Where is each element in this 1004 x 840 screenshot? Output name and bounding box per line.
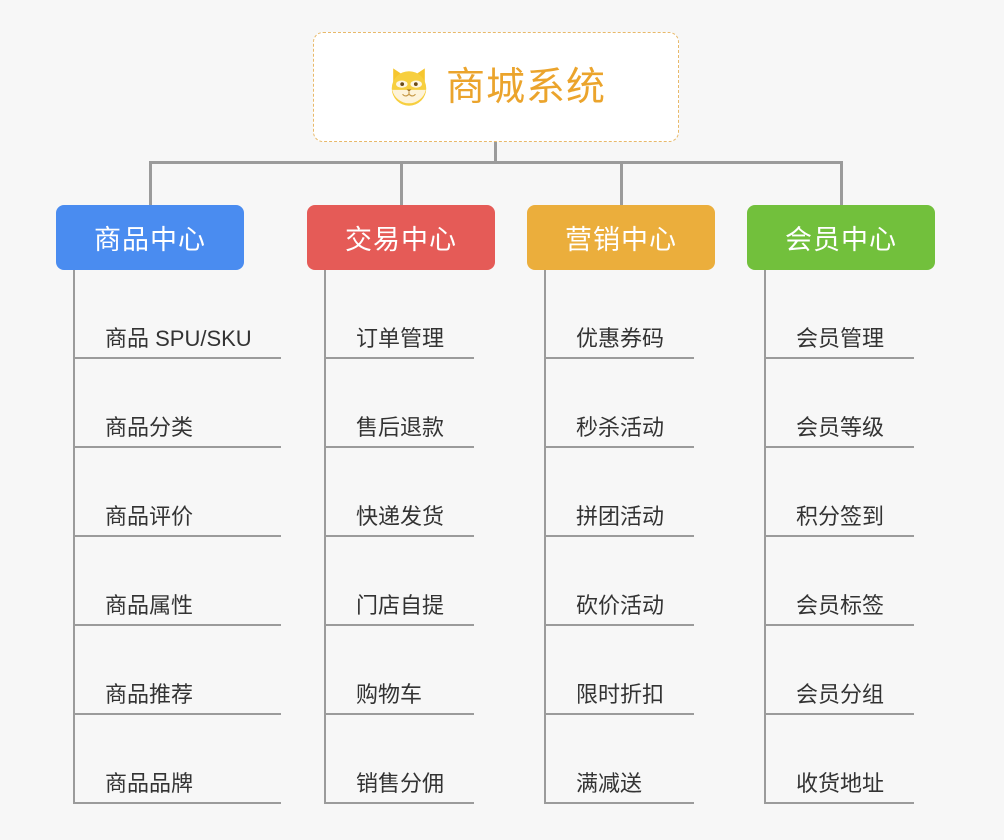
list-item[interactable]: 购物车 — [324, 626, 474, 715]
list-item[interactable]: 销售分佣 — [324, 715, 474, 804]
category-box-trade-center[interactable]: 交易中心 — [307, 205, 495, 270]
root-node-title: 商城系统 — [445, 65, 606, 109]
list-item[interactable]: 会员管理 — [764, 270, 914, 359]
list-item[interactable]: 会员等级 — [764, 359, 914, 448]
connector-root-stem — [494, 142, 497, 163]
list-item[interactable]: 商品属性 — [73, 537, 281, 626]
leaf-label: 会员管理 — [796, 326, 885, 351]
leaf-list: 订单管理 售后退款 快递发货 门店自提 购物车 销售分佣 — [324, 270, 474, 804]
list-item[interactable]: 商品分类 — [73, 359, 281, 448]
list-item[interactable]: 满减送 — [544, 715, 694, 804]
leaf-label: 销售分佣 — [356, 771, 445, 796]
list-item[interactable]: 收货地址 — [764, 715, 914, 804]
category-box-marketing-center[interactable]: 营销中心 — [527, 205, 715, 270]
leaf-list: 会员管理 会员等级 积分签到 会员标签 会员分组 收货地址 — [764, 270, 914, 804]
column-product-center: 商品中心 商品 SPU/SKU 商品分类 商品评价 商品属性 商品推荐 商品品牌 — [56, 205, 281, 804]
leaf-label: 商品推荐 — [105, 682, 194, 707]
list-item[interactable]: 售后退款 — [324, 359, 474, 448]
leaf-label: 秒杀活动 — [576, 415, 665, 440]
list-item[interactable]: 商品推荐 — [73, 626, 281, 715]
category-title: 会员中心 — [785, 225, 897, 255]
leaf-label: 限时折扣 — [576, 682, 665, 707]
list-item[interactable]: 快递发货 — [324, 448, 474, 537]
root-node-mall-system[interactable]: 商城系统 — [313, 32, 679, 142]
connector-drop-4 — [840, 161, 843, 205]
list-item[interactable]: 商品 SPU/SKU — [73, 270, 281, 359]
shiba-dog-icon — [391, 68, 427, 106]
category-title: 交易中心 — [345, 225, 457, 255]
connector-horizontal-bar — [149, 161, 841, 164]
list-item[interactable]: 订单管理 — [324, 270, 474, 359]
leaf-label: 商品评价 — [105, 504, 194, 529]
leaf-label: 门店自提 — [356, 593, 445, 618]
leaf-label: 会员等级 — [796, 415, 885, 440]
leaf-label: 订单管理 — [356, 326, 445, 351]
list-item[interactable]: 拼团活动 — [544, 448, 694, 537]
list-item[interactable]: 商品评价 — [73, 448, 281, 537]
column-member-center: 会员中心 会员管理 会员等级 积分签到 会员标签 会员分组 收货地址 — [747, 205, 935, 804]
list-item[interactable]: 商品品牌 — [73, 715, 281, 804]
leaf-label: 商品品牌 — [105, 771, 194, 796]
category-box-member-center[interactable]: 会员中心 — [747, 205, 935, 270]
column-spine — [544, 270, 546, 804]
list-item[interactable]: 限时折扣 — [544, 626, 694, 715]
leaf-label: 砍价活动 — [576, 593, 665, 618]
category-title: 营销中心 — [565, 225, 677, 255]
leaf-label: 满减送 — [576, 771, 643, 796]
connector-drop-3 — [620, 161, 623, 205]
leaf-label: 拼团活动 — [576, 504, 665, 529]
list-item[interactable]: 砍价活动 — [544, 537, 694, 626]
leaf-label: 商品属性 — [105, 593, 194, 618]
list-item[interactable]: 秒杀活动 — [544, 359, 694, 448]
leaf-label: 积分签到 — [796, 504, 885, 529]
connector-drop-2 — [400, 161, 403, 205]
leaf-label: 快递发货 — [356, 504, 445, 529]
list-item[interactable]: 门店自提 — [324, 537, 474, 626]
leaf-label: 商品分类 — [105, 415, 194, 440]
column-trade-center: 交易中心 订单管理 售后退款 快递发货 门店自提 购物车 销售分佣 — [307, 205, 495, 804]
leaf-list: 商品 SPU/SKU 商品分类 商品评价 商品属性 商品推荐 商品品牌 — [73, 270, 281, 804]
leaf-label: 会员分组 — [796, 682, 885, 707]
leaf-label: 售后退款 — [356, 415, 445, 440]
column-spine — [324, 270, 326, 804]
column-spine — [73, 270, 75, 804]
leaf-label: 优惠券码 — [576, 326, 665, 351]
leaf-list: 优惠券码 秒杀活动 拼团活动 砍价活动 限时折扣 满减送 — [544, 270, 694, 804]
leaf-label: 收货地址 — [796, 771, 885, 796]
column-marketing-center: 营销中心 优惠券码 秒杀活动 拼团活动 砍价活动 限时折扣 满减送 — [527, 205, 715, 804]
leaf-label: 购物车 — [356, 682, 423, 707]
list-item[interactable]: 优惠券码 — [544, 270, 694, 359]
category-box-product-center[interactable]: 商品中心 — [56, 205, 244, 270]
category-title: 商品中心 — [94, 225, 206, 255]
list-item[interactable]: 会员分组 — [764, 626, 914, 715]
list-item[interactable]: 积分签到 — [764, 448, 914, 537]
leaf-label: 会员标签 — [796, 593, 885, 618]
column-spine — [764, 270, 766, 804]
leaf-label: 商品 SPU/SKU — [105, 326, 252, 351]
connector-drop-1 — [149, 161, 152, 205]
list-item[interactable]: 会员标签 — [764, 537, 914, 626]
